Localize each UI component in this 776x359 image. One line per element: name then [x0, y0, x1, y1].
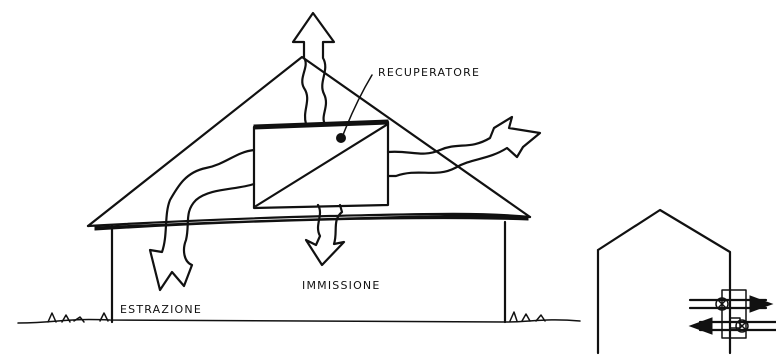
recuperatore-pointer: [343, 75, 372, 135]
label-immissione: IMMISSIONE: [302, 279, 381, 292]
outdoor-air-arrow: [388, 117, 540, 176]
exhaust-up-arrow: [293, 13, 334, 124]
roof: [88, 57, 530, 226]
label-estrazione: ESTRAZIONE: [120, 303, 202, 316]
recuperatore-dot: [337, 134, 346, 143]
label-recuperatore: RECUPERATORE: [378, 66, 480, 79]
small-arrow-left: [690, 318, 712, 334]
supply-down-arrow: [306, 205, 344, 265]
small-arrow-right: [750, 296, 772, 312]
small-fan-bottom-x: [738, 322, 746, 330]
recuperatore-diagonal: [256, 124, 388, 206]
ground-line: [18, 320, 580, 323]
recuperatore-top-band: [254, 120, 388, 129]
